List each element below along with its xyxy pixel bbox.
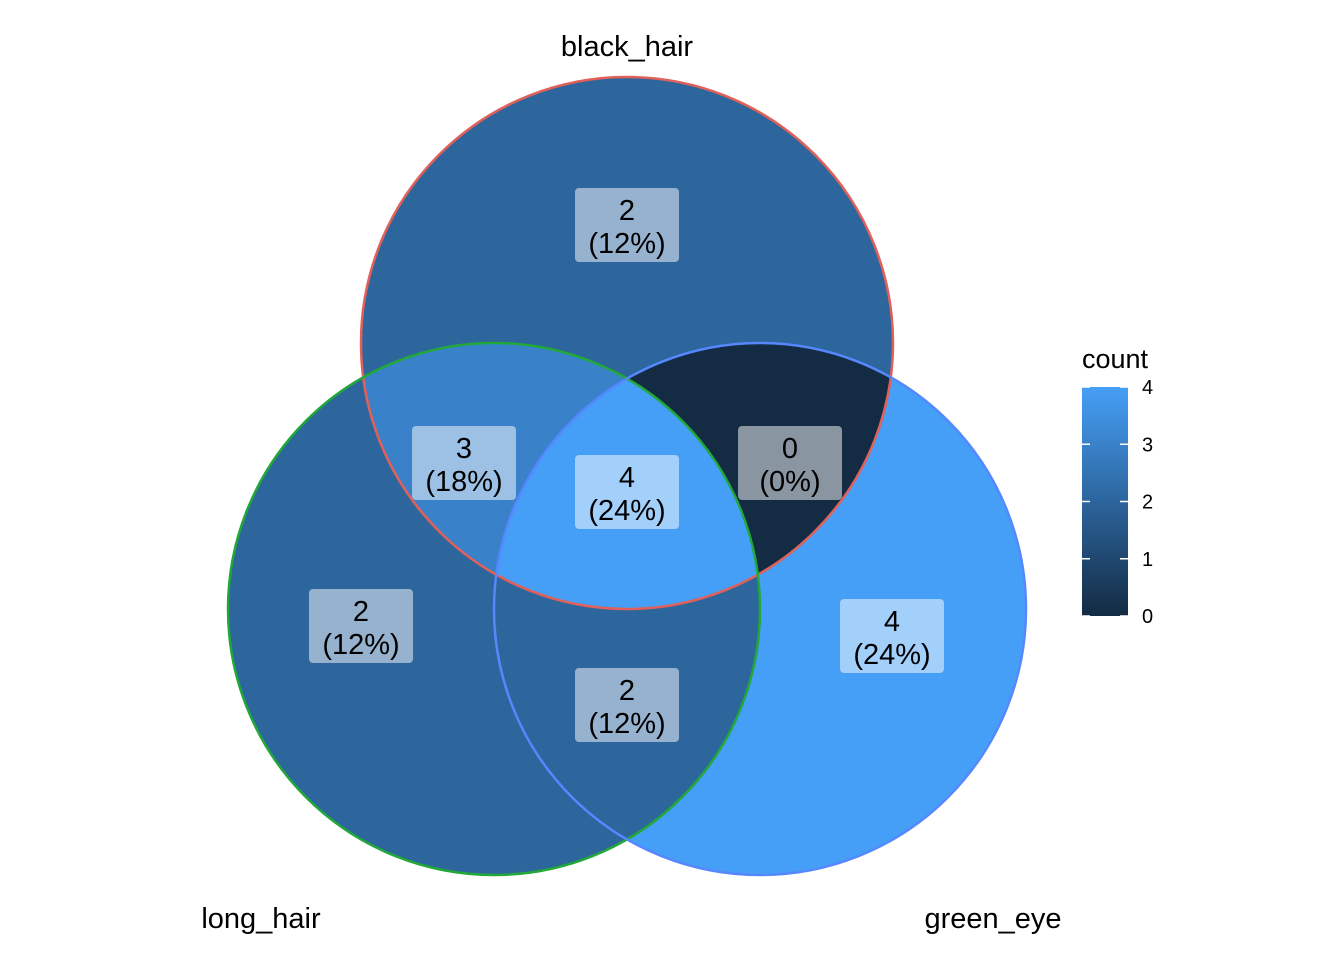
legend-tick-label: 1 bbox=[1142, 549, 1153, 571]
region-label-box bbox=[575, 455, 679, 529]
set-label-green-eye: green_eye bbox=[924, 903, 1061, 935]
legend-tick-label: 3 bbox=[1142, 434, 1153, 456]
region-labels: 2(12%)2(12%)4(24%)3(18%)0(0%)2(12%)4(24%… bbox=[309, 188, 944, 742]
region-count: 2 bbox=[619, 675, 635, 707]
region-percent: (12%) bbox=[588, 708, 665, 740]
region-label: 2(12%) bbox=[309, 589, 413, 663]
circle-outline-black-hair bbox=[359, 75, 895, 611]
region-label-box bbox=[412, 426, 516, 500]
region-count: 2 bbox=[353, 596, 369, 628]
legend-title: count bbox=[1082, 344, 1149, 374]
region-label: 0(0%) bbox=[738, 426, 842, 500]
set-label-long-hair: long_hair bbox=[201, 903, 321, 935]
region-label: 2(12%) bbox=[575, 188, 679, 262]
region-count: 4 bbox=[619, 462, 635, 494]
region-percent: (18%) bbox=[425, 466, 502, 498]
region-label-box bbox=[575, 668, 679, 742]
region-label-box bbox=[575, 188, 679, 262]
circle-outline-green-eye bbox=[492, 341, 1028, 877]
legend-tick-label: 0 bbox=[1142, 606, 1153, 628]
legend-tick-label: 4 bbox=[1142, 377, 1153, 399]
region-label-box bbox=[840, 599, 944, 673]
region-percent: (12%) bbox=[588, 228, 665, 260]
region-label: 2(12%) bbox=[575, 668, 679, 742]
region-label: 3(18%) bbox=[412, 426, 516, 500]
region-percent: (24%) bbox=[853, 639, 930, 671]
color-legend: count 0 1 2 3 4 bbox=[1082, 344, 1153, 628]
legend-tick-label: 2 bbox=[1142, 492, 1153, 514]
region-count: 4 bbox=[884, 606, 900, 638]
region-percent: (12%) bbox=[322, 629, 399, 661]
region-percent: (24%) bbox=[588, 495, 665, 527]
circle-outline-long-hair bbox=[226, 341, 762, 877]
region-label: 4(24%) bbox=[840, 599, 944, 673]
legend-ticks: 0 1 2 3 4 bbox=[1082, 377, 1153, 628]
region-label: 4(24%) bbox=[575, 455, 679, 529]
region-count: 2 bbox=[619, 195, 635, 227]
region-count: 3 bbox=[456, 433, 472, 465]
region-label-box bbox=[738, 426, 842, 500]
region-percent: (0%) bbox=[759, 466, 820, 498]
venn-outlines bbox=[226, 75, 1028, 877]
set-label-black-hair: black_hair bbox=[561, 31, 694, 63]
region-label-box bbox=[309, 589, 413, 663]
region-count: 0 bbox=[782, 433, 798, 465]
